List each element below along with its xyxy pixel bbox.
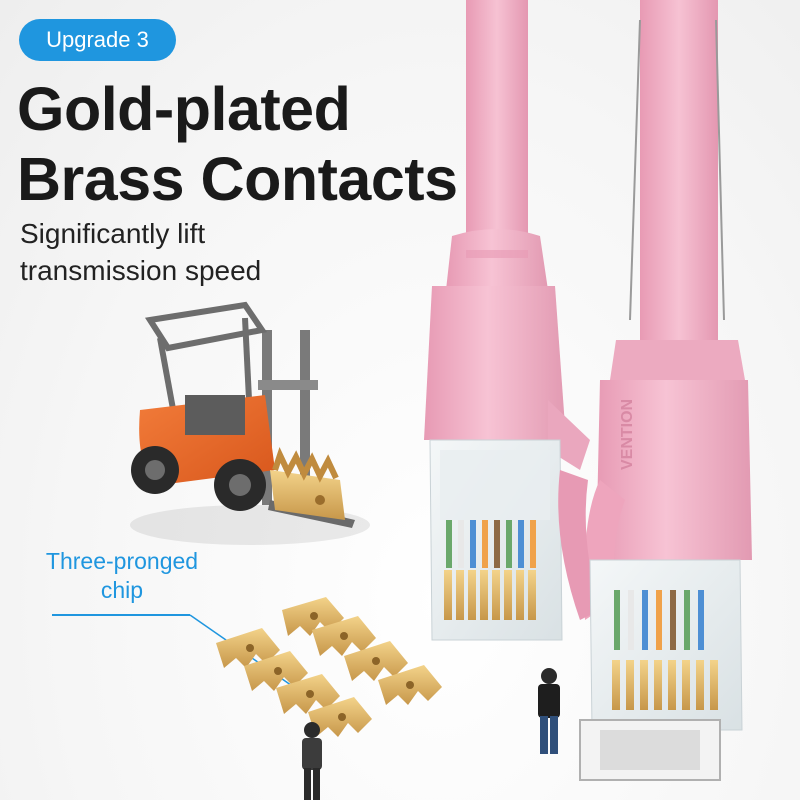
left-cable	[446, 0, 548, 295]
person-figure-left	[302, 722, 322, 800]
headline-line-2: Brass Contacts	[17, 145, 458, 213]
subheadline-line-1: Significantly lift	[20, 218, 206, 249]
gold-chip	[244, 651, 308, 691]
gold-chip	[216, 628, 280, 668]
right-connector: VENTION	[558, 380, 752, 781]
left-contact-pins	[444, 570, 536, 620]
gold-chip	[308, 697, 372, 737]
person-figure-right	[538, 668, 560, 754]
chip-on-forks	[270, 470, 345, 520]
subheadline: Significantly lift transmission speed	[20, 215, 261, 289]
right-contact-pins	[612, 660, 718, 710]
gold-chip	[276, 674, 340, 714]
headline-line-1: Gold-plated	[17, 75, 351, 143]
gold-chip-group	[216, 597, 442, 737]
chip-callout-label: Three-pronged chip	[36, 547, 208, 605]
upgrade-badge: Upgrade 3	[19, 19, 176, 61]
connector-brand-text: VENTION	[619, 399, 636, 470]
headline: Gold-plated Brass Contacts	[17, 74, 458, 214]
gold-chip	[344, 641, 408, 681]
right-cable	[610, 0, 745, 380]
right-wires	[614, 590, 704, 650]
callout-line-2: chip	[100, 577, 144, 603]
gold-chip	[378, 665, 442, 705]
callout-line-1: Three-pronged	[45, 548, 199, 574]
gold-chip	[312, 616, 376, 656]
forklift-illustration	[130, 301, 370, 545]
left-wires	[446, 520, 536, 568]
subheadline-line-2: transmission speed	[20, 255, 262, 286]
left-connector	[424, 286, 590, 641]
